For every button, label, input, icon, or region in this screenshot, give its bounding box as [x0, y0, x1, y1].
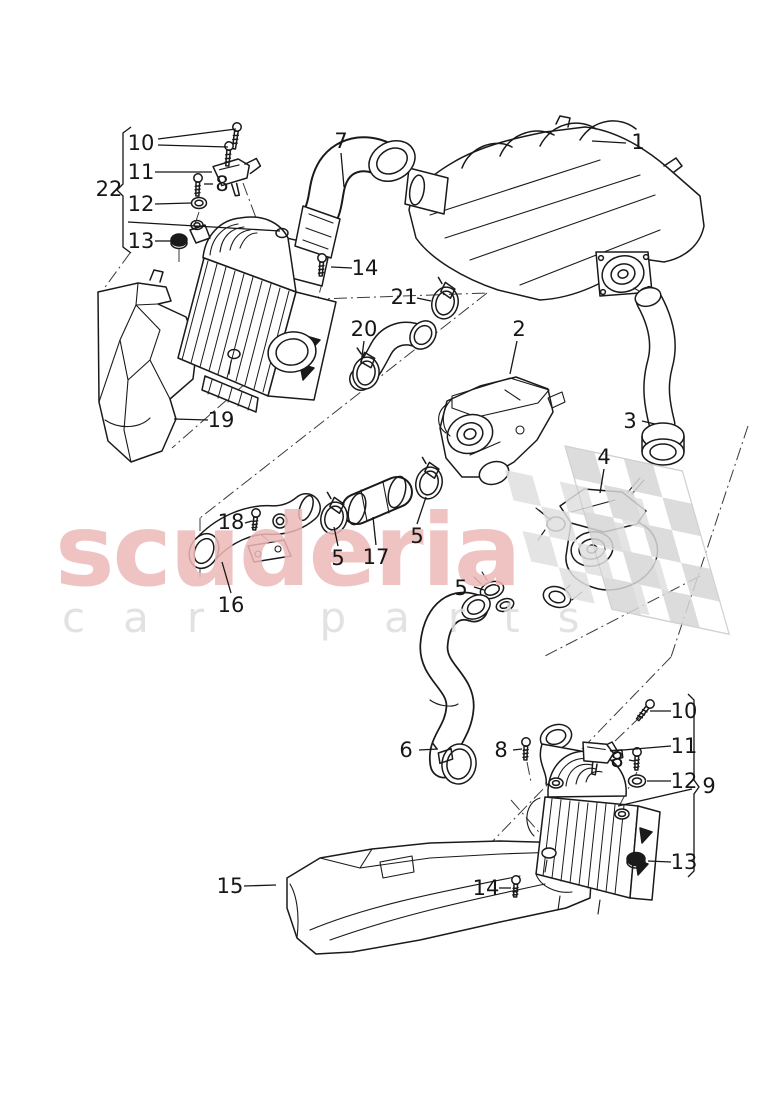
hose-clamp-5a-drawing: [412, 457, 447, 501]
clamp-5c-drawing: [474, 572, 516, 614]
watermark-tagline-text: car parts: [62, 593, 617, 642]
bolt-14b-drawing: [511, 876, 520, 898]
bolt-10b-drawing: [634, 698, 656, 722]
callout-4: 13: [128, 229, 155, 253]
callout-1: 11: [128, 160, 155, 184]
callout-0: 10: [128, 131, 155, 155]
callout-19: 16: [218, 593, 245, 617]
callout-13: 3: [623, 409, 636, 433]
grommet-12b-drawing: [629, 775, 646, 787]
callout-25: 8: [610, 748, 623, 772]
leader-lines: [116, 126, 700, 889]
callout-2: 8: [215, 172, 228, 196]
nut-13b-drawing: [627, 853, 645, 869]
checkered-flag-watermark: [505, 445, 731, 636]
callout-17: 17: [363, 545, 390, 569]
callout-labels: 10 11 8 12 13 22 7 1 14 21 20 2 19 3 4 1…: [96, 129, 716, 900]
callout-22: 8: [494, 738, 507, 762]
bolt-8b-drawing: [632, 748, 641, 770]
nut-13a-drawing: [171, 234, 187, 249]
callout-8: 14: [352, 256, 379, 280]
callout-18: 5: [331, 546, 344, 570]
callout-12: 19: [208, 408, 235, 432]
pipe-16-drawing: [184, 494, 316, 573]
callout-24: 11: [671, 734, 698, 758]
callout-5: 22: [96, 177, 123, 201]
callout-9: 21: [391, 285, 418, 309]
hose-clamp-5b-drawing: [317, 492, 352, 536]
pressure-sensor-11-top-drawing: [213, 156, 265, 198]
brace-9: [687, 693, 700, 878]
callout-14: 4: [597, 445, 610, 469]
callout-20: 5: [454, 576, 467, 600]
bolt-14a-drawing: [317, 254, 327, 277]
callout-3: 12: [128, 192, 155, 216]
callout-28: 13: [671, 850, 698, 874]
brace-22: [116, 126, 132, 254]
bolt-10a2-drawing: [223, 141, 233, 166]
callout-15: 18: [218, 510, 245, 534]
callout-27: 9: [702, 774, 715, 798]
callout-16: 5: [410, 524, 423, 548]
callout-23: 10: [671, 699, 698, 723]
bolt-18-drawing: [250, 508, 261, 530]
hose-6-drawing: [427, 590, 494, 786]
intercooler-left-drawing: [178, 217, 336, 412]
callout-29: 15: [217, 874, 244, 898]
grommet-12a-drawing: [192, 198, 207, 209]
charge-pipe-3-drawing: [633, 285, 684, 465]
hose-clamp-21-drawing: [428, 277, 463, 321]
watermark-brand-text: scuderia: [55, 492, 519, 609]
callout-7: 1: [631, 130, 644, 154]
bolt-8c-drawing: [521, 738, 530, 760]
bolt-8a-drawing: [193, 174, 202, 196]
callout-6: 7: [334, 129, 347, 153]
sleeve-17-drawing: [345, 474, 409, 526]
intake-manifold-drawing: [405, 116, 704, 300]
charge-air-hose-7-drawing: [295, 133, 422, 258]
callout-26: 12: [671, 769, 698, 793]
bolt-10a-drawing: [230, 122, 242, 149]
intercooler-right-drawing: [527, 720, 660, 914]
hose-20-drawing: [350, 316, 441, 391]
callout-11: 2: [512, 317, 525, 341]
throttle-unit-2-drawing: [439, 377, 565, 488]
air-guide-left-drawing: [98, 270, 197, 462]
watermark: scuderia car parts: [55, 445, 731, 642]
callout-30: 14: [473, 876, 500, 900]
callout-21: 6: [399, 738, 412, 762]
callout-10: 20: [351, 317, 378, 341]
